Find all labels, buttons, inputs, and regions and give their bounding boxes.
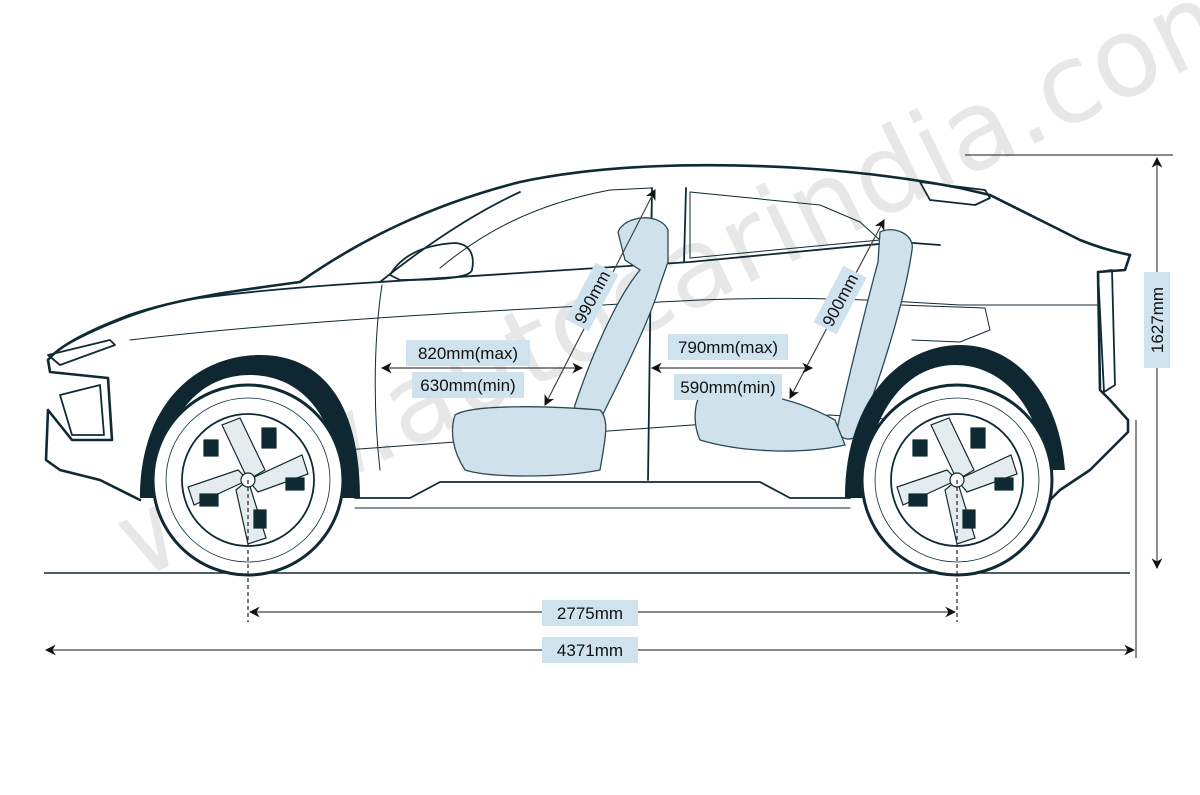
front-legroom-dimension: 820mm(max) 630mm(min) — [380, 340, 584, 398]
rear-legroom-max-box — [668, 334, 788, 360]
rear-legroom-min-box — [674, 374, 782, 400]
front-wheel-arch — [140, 355, 360, 498]
front-legroom-min-box — [412, 372, 524, 398]
length-label-box — [542, 637, 638, 663]
rear-legroom-dimension: 790mm(max) 590mm(min) — [650, 334, 814, 400]
tail-light — [1097, 269, 1116, 393]
front-light-frame — [59, 384, 105, 436]
side-mirror — [389, 242, 474, 281]
front-door-line — [374, 284, 383, 471]
front-rim-spokes — [187, 417, 309, 545]
rear-quarter — [899, 304, 991, 343]
length-label: 4371mm — [557, 641, 623, 660]
rear-headroom-label-box — [813, 265, 867, 335]
front-legroom-max-label: 820mm(max) — [418, 344, 518, 363]
front-seat-cushion — [451, 406, 607, 477]
side-sill — [354, 481, 851, 499]
roof-spoiler — [919, 181, 991, 206]
rear-legroom-min-label: 590mm(min) — [680, 378, 775, 397]
height-dimension: 1627mm — [965, 154, 1173, 570]
headlight — [47, 339, 116, 366]
a-pillar — [379, 191, 521, 283]
wheelbase-dimension: 2775mm — [248, 600, 957, 626]
rear-seat-cushion — [694, 391, 846, 452]
hood-line — [57, 281, 381, 351]
rear-tire-sidewall — [874, 397, 1040, 563]
rear-rim-spokes — [896, 417, 1018, 545]
height-label: 1627mm — [1148, 287, 1167, 353]
height-label-box — [1144, 272, 1170, 368]
front-legroom-max-box — [406, 340, 530, 366]
length-dimension: 4371mm — [44, 420, 1137, 663]
rear-wheel-arch — [845, 345, 1065, 498]
wheelbase-label: 2775mm — [557, 604, 623, 623]
rear-legroom-max-label: 790mm(max) — [678, 338, 778, 357]
front-fascia — [44, 358, 142, 502]
wheelbase-label-box — [542, 600, 638, 626]
front-tire-sidewall — [165, 397, 331, 563]
front-legroom-min-label: 630mm(min) — [420, 376, 515, 395]
front-headroom-label-box — [565, 262, 619, 332]
